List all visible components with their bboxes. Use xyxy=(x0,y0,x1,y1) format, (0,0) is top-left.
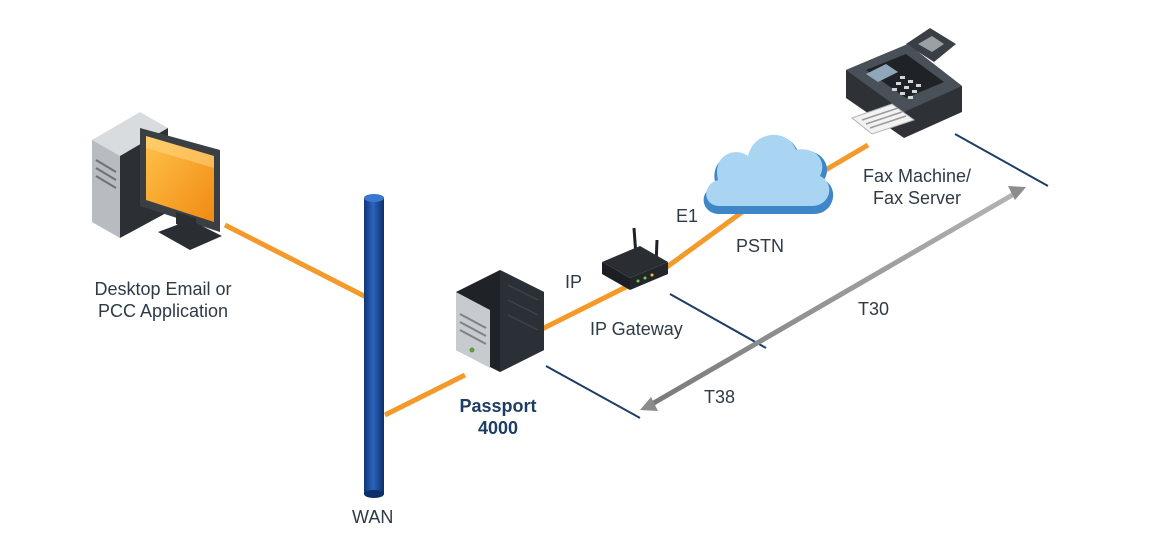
t38-arrowhead xyxy=(640,397,658,411)
t30-label: T30 xyxy=(858,299,890,319)
desktop-label-line2: PCC Application xyxy=(97,301,229,321)
t38-label: T38 xyxy=(704,387,736,407)
router-icon xyxy=(602,227,668,290)
fax-label-line2: Fax Server xyxy=(872,188,962,208)
wan-label: WAN xyxy=(352,507,394,527)
link-passport-gateway xyxy=(538,282,632,333)
wan-pipe xyxy=(364,194,384,498)
passport-label: Passport 4000 xyxy=(448,395,548,439)
passport-label-line2: 4000 xyxy=(477,418,519,438)
marker-line-passport xyxy=(545,365,641,419)
passport-label-line1: Passport xyxy=(459,396,537,416)
desktop-computer-icon xyxy=(92,112,222,250)
t30-t38-arrow xyxy=(640,186,1026,411)
cloud-icon xyxy=(703,134,834,214)
server-tower-icon xyxy=(456,270,544,372)
ip-label: IP xyxy=(565,272,583,292)
link-gateway-cloud xyxy=(658,207,747,275)
t30-arrowhead xyxy=(1008,186,1026,200)
fax-machine-icon xyxy=(846,28,962,138)
desktop-label: Desktop Email or PCC Application xyxy=(68,278,258,322)
e1-label: E1 xyxy=(676,206,699,226)
link-wan-passport xyxy=(383,372,467,418)
pstn-label: PSTN xyxy=(736,236,785,256)
fax-label: Fax Machine/ Fax Server xyxy=(852,165,982,209)
desktop-label-line1: Desktop Email or xyxy=(94,279,232,299)
ip-gateway-label: IP Gateway xyxy=(590,319,683,339)
link-desktop-wan xyxy=(223,222,374,303)
marker-line-gateway xyxy=(669,293,767,349)
fax-label-line1: Fax Machine/ xyxy=(862,166,972,186)
marker-line-fax xyxy=(954,133,1049,187)
